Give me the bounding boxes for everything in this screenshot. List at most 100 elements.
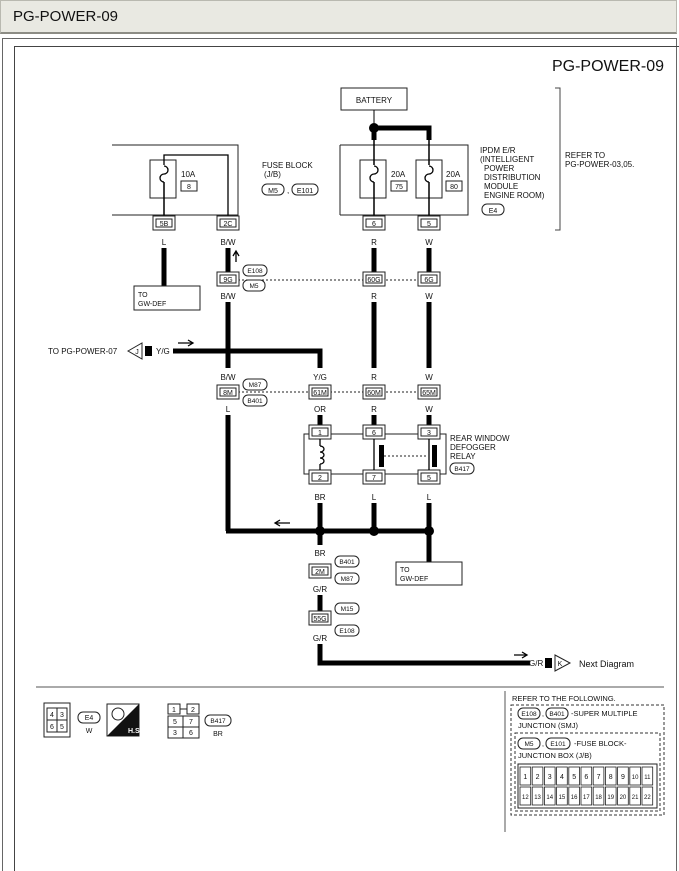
fuse-block-conn-2: E101 [297, 188, 313, 195]
jb-pin-cell [617, 786, 629, 806]
wire-color-bw-mid: B/W [220, 292, 236, 301]
b417-pin-2: 2 [191, 707, 195, 714]
jb-pin-5: 5 [572, 774, 576, 781]
e4-pin-4: 4 [50, 712, 54, 719]
smj-text-2: JUNCTION (SMJ) [518, 721, 578, 730]
jb-pin-cell [519, 786, 532, 806]
refer-bracket [555, 87, 561, 231]
jb-pin-20: 20 [620, 795, 627, 801]
wire-color-l-top: L [162, 238, 167, 247]
relay-bottom-terminals: 2 7 5 [308, 469, 441, 485]
wire-color-br-relay: BR [314, 493, 325, 502]
jb-pin-11: 11 [644, 775, 651, 781]
refer-following-title: REFER TO THE FOLLOWING. [512, 694, 616, 703]
svg-text:,: , [542, 711, 544, 718]
term-8m: 8M [223, 390, 233, 397]
fuse-block-label-1: FUSE BLOCK [262, 161, 313, 170]
fuse80-amp: 20A [446, 170, 461, 179]
relay-connector-id: B417 [454, 466, 470, 473]
jb-pin-cell [531, 766, 544, 786]
junction2-conn-b401: B401 [247, 398, 263, 405]
jb-conn-m5: M5 [524, 741, 533, 748]
term-2m: 2M [315, 569, 325, 576]
b417-pin-7: 7 [189, 719, 193, 726]
gr-arrow-label: G/R [529, 659, 543, 668]
j4-conn-e108: E108 [339, 628, 355, 635]
j3-conn-b401: B401 [339, 559, 355, 566]
j3-conn-m87: M87 [341, 576, 354, 583]
jb-pin-8: 8 [609, 774, 613, 781]
title-bar: PG-POWER-09 [0, 0, 677, 34]
wire-color-w-under: W [425, 405, 433, 414]
junction1-conn-e108: E108 [247, 268, 263, 275]
term-5: 5 [427, 221, 431, 228]
wire-color-l-under: L [226, 405, 231, 414]
current-arrow-up [232, 249, 240, 262]
svg-text:,: , [542, 741, 544, 748]
fuse8-number: 8 [187, 184, 191, 191]
b417-pin-1: 1 [172, 707, 176, 714]
b417-wire-color: BR [213, 731, 223, 738]
wire-color-bw-m: B/W [220, 373, 236, 382]
relay-top-terminals: 1 6 3 [308, 424, 441, 440]
ipdm-connector-badge [481, 203, 505, 216]
jb-pin-cell [641, 766, 654, 786]
j4-conn-m15: M15 [341, 606, 354, 613]
refer-top-1: REFER TO [565, 151, 605, 160]
next-diagram-label: Next Diagram [579, 659, 634, 669]
b417-pin-6: 6 [189, 730, 193, 737]
smj-conn-e108: E108 [521, 711, 537, 718]
e4-pin-3: 3 [60, 712, 64, 719]
jb-text-2: JUNCTION BOX (J/B) [518, 751, 592, 760]
fuse8-holder [149, 159, 177, 199]
jb-pin-cell [531, 786, 544, 806]
fuse-block-conn-1: M5 [268, 188, 278, 195]
hs-label: H.S. [128, 728, 142, 735]
jb-pin-7: 7 [597, 774, 601, 781]
jb-pin-cell [592, 766, 605, 786]
relay-label-1: REAR WINDOW [450, 434, 510, 443]
relay-box [303, 433, 447, 475]
ipdm-connector-id: E4 [489, 208, 498, 215]
jb-pin-cell [605, 786, 617, 806]
to-gwdef-1-line1: TO [138, 292, 148, 299]
wire-yg [173, 348, 323, 368]
jb-pin-cell [629, 766, 641, 786]
relay-contact-bar-1 [379, 445, 384, 467]
jb-pin-cell [568, 766, 580, 786]
term-5b: 5B [160, 221, 169, 228]
jb-pin-cell [617, 766, 629, 786]
fuse-symbol-8 [159, 165, 169, 183]
relay-pin-1: 1 [318, 430, 322, 437]
diagram-inner-border [14, 46, 679, 871]
jb-conn-e101: E101 [550, 741, 566, 748]
wire-color-l-relay-7: L [372, 493, 377, 502]
term-60m: 60M [367, 390, 381, 397]
b417-pin-5: 5 [173, 719, 177, 726]
diagram-code: PG-POWER-09 [552, 58, 664, 75]
jb-pin-10: 10 [632, 775, 639, 781]
refer-top-2: PG-POWER-03,05. [565, 160, 634, 169]
to-gwdef-2-line2: GW-DEF [400, 576, 428, 583]
connector-arrow-j [126, 342, 143, 360]
fuse75-amp: 20A [391, 170, 406, 179]
fuse75-number: 75 [395, 184, 403, 191]
jb-pin-22: 22 [644, 795, 651, 801]
jb-pin-19: 19 [607, 795, 614, 801]
jb-pin-14: 14 [546, 795, 553, 801]
jb-pin-15: 15 [559, 795, 566, 801]
jb-pin-cell [556, 766, 568, 786]
jb-pin-21: 21 [632, 795, 639, 801]
fuse8-amp: 10A [181, 170, 196, 179]
wire-color-or-under: OR [314, 405, 326, 414]
ipdm-label-2: (INTELLIGENT [480, 155, 534, 164]
relay-contact-bar-2 [432, 445, 437, 467]
wire-color-w-m: W [425, 373, 433, 382]
relay-pin-6: 6 [372, 430, 376, 437]
relay-pin-3: 3 [427, 430, 431, 437]
jb-pin-cell [544, 766, 556, 786]
jb-pin-16: 16 [571, 795, 578, 801]
junction1-conn-m5: M5 [249, 283, 258, 290]
jb-pin-9: 9 [621, 774, 625, 781]
